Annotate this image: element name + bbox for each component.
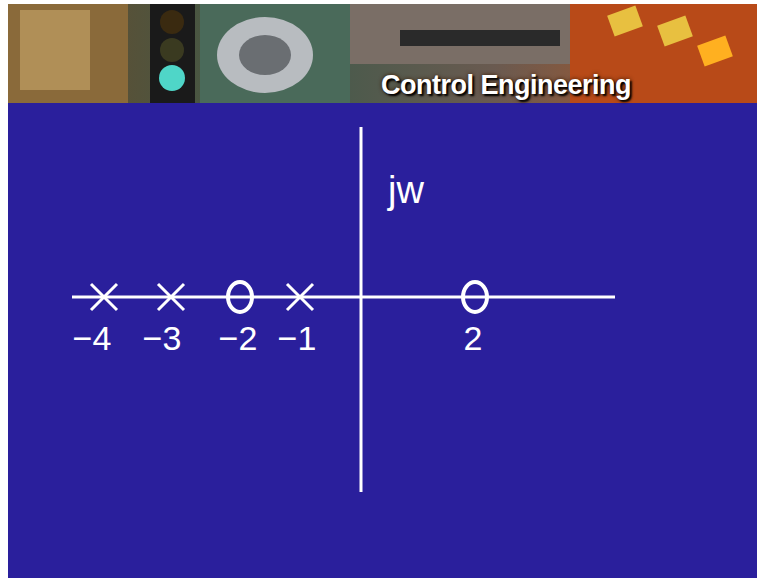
axis-tick-label: 2	[464, 321, 483, 355]
zero-circle	[228, 282, 252, 312]
banner-photo	[607, 6, 643, 37]
can-photo	[239, 35, 291, 75]
banner-photo	[20, 10, 90, 90]
imaginary-axis	[360, 127, 363, 492]
banner-photo	[350, 4, 570, 64]
banner-title: Control Engineering	[381, 72, 631, 99]
slide-ground	[8, 103, 757, 578]
axis-tick-label: −2	[219, 321, 258, 355]
banner-photo	[200, 4, 350, 103]
axis-name: jw	[388, 171, 424, 209]
banner	[8, 4, 757, 103]
zero-circle	[463, 282, 487, 312]
axis-tick-label: −1	[278, 321, 317, 355]
traffic-lamp	[160, 38, 184, 62]
real-axis	[72, 296, 615, 299]
banner-photo	[697, 36, 733, 67]
pole-cross	[91, 284, 117, 310]
banner-photo	[657, 16, 693, 47]
traffic-light	[150, 4, 195, 103]
banner-photo	[8, 4, 128, 103]
traffic-lamp	[160, 10, 184, 34]
pole-cross	[287, 284, 313, 310]
banner-photo	[400, 30, 560, 46]
traffic-lamp	[159, 65, 185, 91]
axis-tick-label: −3	[143, 321, 182, 355]
pole-cross	[158, 284, 184, 310]
can-photo	[217, 17, 313, 93]
axis-tick-label: −4	[73, 321, 112, 355]
